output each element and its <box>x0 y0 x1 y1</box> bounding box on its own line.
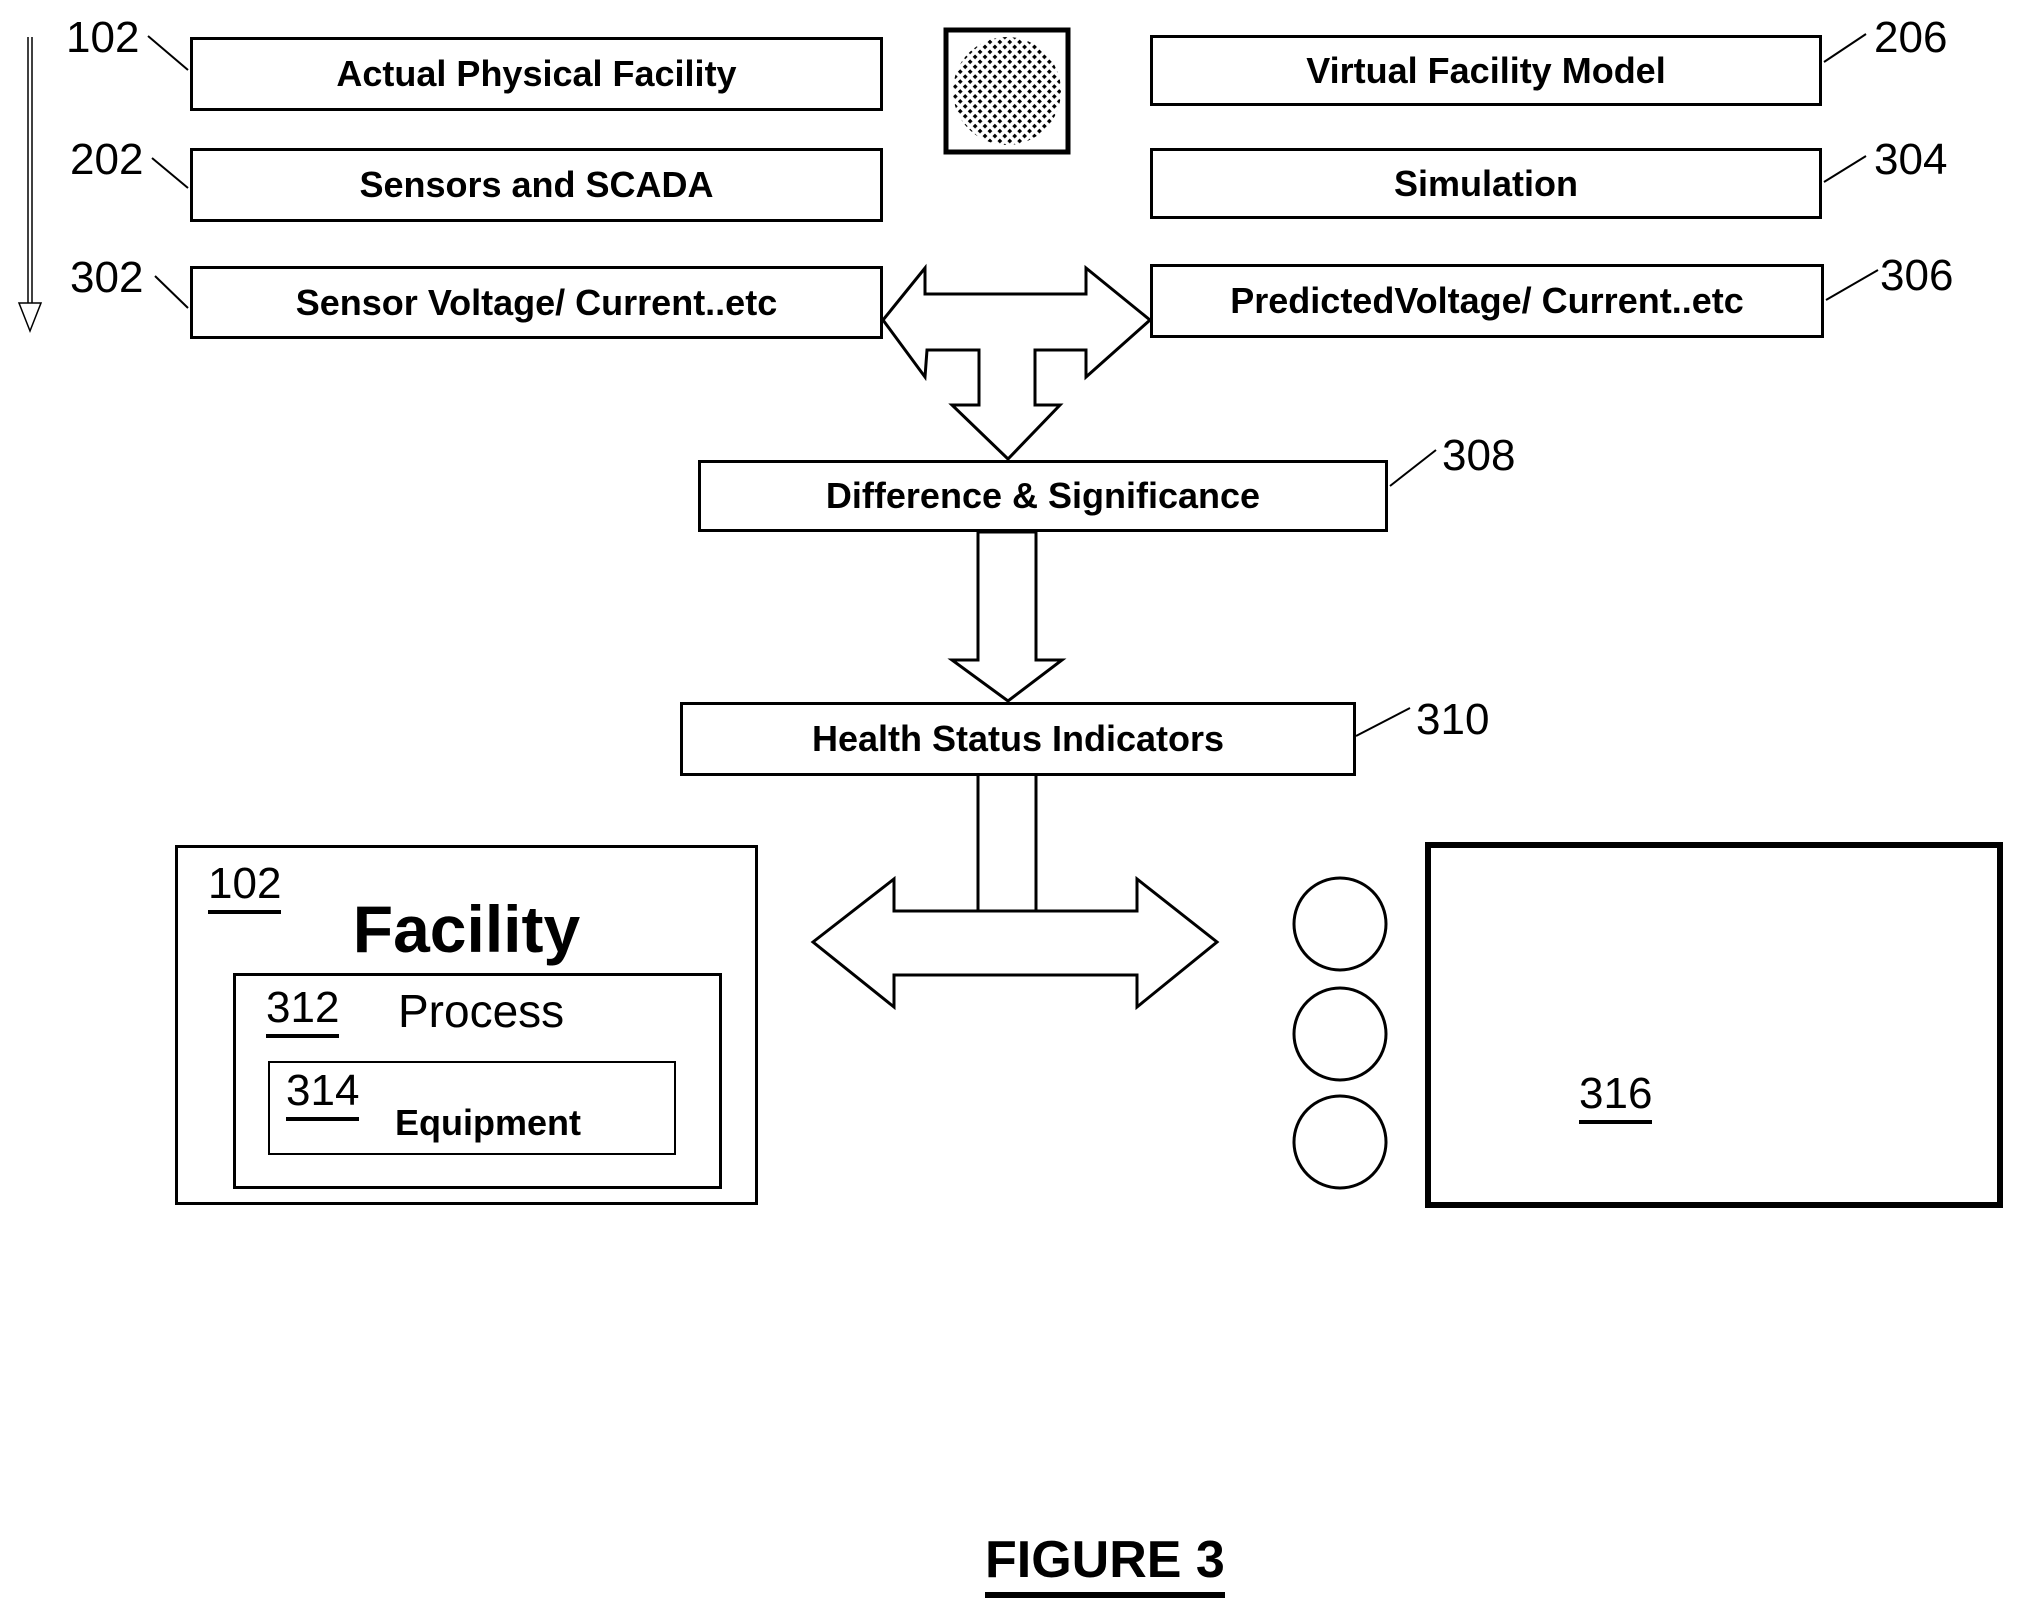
box-label: Sensor Voltage/ Current..etc <box>295 281 778 323</box>
process-title: Process <box>398 985 565 1037</box>
box-sensors-and-scada: Sensors and SCADA <box>190 148 883 222</box>
ref-314: 314 <box>286 1069 360 1121</box>
ref-206: 206 <box>1874 13 1948 62</box>
equipment-title: Equipment <box>395 1102 581 1143</box>
box-label: Actual Physical Facility <box>336 53 737 94</box>
figure-caption: FIGURE 3 <box>985 1534 1225 1598</box>
leader-310 <box>1355 707 1411 737</box>
ref-312: 312 <box>266 986 340 1038</box>
status-circle-3 <box>1292 1094 1388 1190</box>
panel-316-box: 316 <box>1425 842 2003 1208</box>
ref-304: 304 <box>1874 135 1948 184</box>
leader-302 <box>154 275 189 309</box>
thin-down-arrow-icon <box>17 37 43 334</box>
ref-306: 306 <box>1880 251 1954 300</box>
three-way-arrow-icon <box>881 263 1153 462</box>
leader-206 <box>1823 33 1867 63</box>
halftone-sphere-icon <box>943 27 1071 155</box>
box-virtual-facility-model: Virtual Facility Model <box>1150 35 1822 106</box>
box-label: Health Status Indicators <box>811 718 1225 759</box>
leader-304 <box>1823 155 1867 183</box>
ref-308: 308 <box>1442 431 1516 480</box>
ref-316: 316 <box>1579 1072 1653 1124</box>
box-actual-physical-facility: Actual Physical Facility <box>190 37 883 111</box>
double-arrow-icon <box>810 875 1220 1011</box>
box-difference-significance: Difference & Significance <box>698 460 1388 532</box>
status-circle-1 <box>1292 876 1388 972</box>
box-label: Simulation <box>1393 162 1578 204</box>
ref-102-facility: 102 <box>208 862 282 914</box>
process-box: 312 Process 314 Equipment <box>233 973 722 1189</box>
box-label: PredictedVoltage/ Current..etc <box>1230 280 1744 321</box>
facility-box: 102 Facility 312 Process 314 Equipment <box>175 845 758 1205</box>
leader-308 <box>1389 449 1437 487</box>
leader-102 <box>147 35 189 71</box>
box-label: Difference & Significance <box>825 475 1261 516</box>
ref-310: 310 <box>1416 695 1490 744</box>
ref-102: 102 <box>66 13 140 62</box>
ref-302: 302 <box>70 253 144 302</box>
box-label: Virtual Facility Model <box>1306 49 1666 91</box>
box-label: Sensors and SCADA <box>359 164 714 205</box>
leader-306 <box>1825 269 1879 301</box>
status-circle-2 <box>1292 986 1388 1082</box>
down-stem <box>976 776 1038 911</box>
facility-title: Facility <box>352 892 581 966</box>
box-health-status-indicators: Health Status Indicators <box>680 702 1356 776</box>
down-arrow-icon <box>947 530 1067 703</box>
box-simulation: Simulation <box>1150 148 1822 219</box>
leader-202 <box>151 157 189 189</box>
box-sensor-voltage-current: Sensor Voltage/ Current..etc <box>190 266 883 339</box>
equipment-box: 314 Equipment <box>268 1061 676 1155</box>
box-predicted-voltage-current: PredictedVoltage/ Current..etc <box>1150 264 1824 338</box>
ref-202: 202 <box>70 135 144 184</box>
